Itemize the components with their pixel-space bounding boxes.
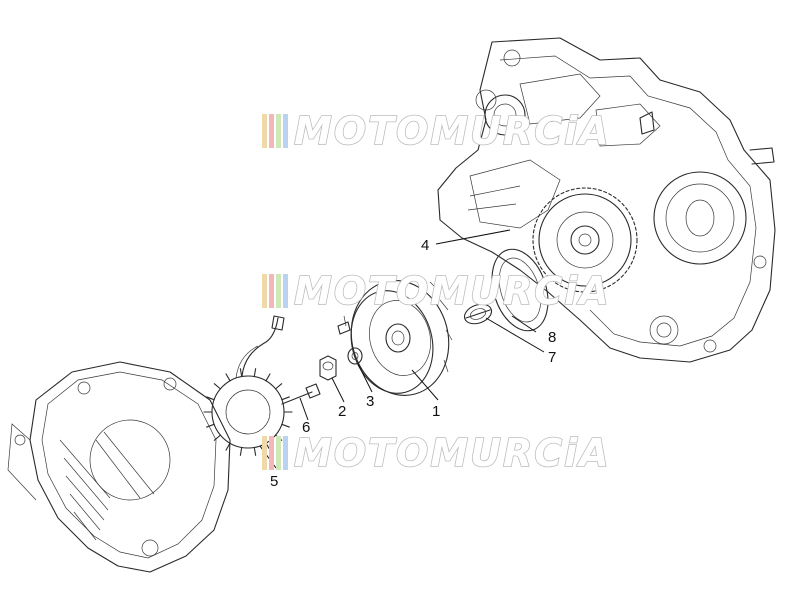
stator-tooth — [206, 423, 215, 428]
stator-tooth — [206, 396, 215, 401]
stator-tooth — [213, 383, 221, 390]
engine-crankcase — [437, 37, 776, 363]
stator-tooth — [281, 396, 290, 401]
watermark-text: MOTOMURCiA — [294, 109, 611, 153]
stator-tooth — [281, 423, 290, 428]
stator-tooth — [239, 368, 243, 378]
leader-8 — [511, 315, 537, 333]
stator-bolt — [281, 383, 321, 405]
crankcase-sprocket — [532, 187, 638, 293]
stator-tooth — [275, 383, 283, 390]
callout-6: 6 — [302, 419, 310, 436]
hex-nut — [319, 355, 337, 381]
leader-6 — [299, 397, 309, 421]
watermark-text: MOTOMURCiA — [294, 269, 611, 313]
watermark-stripe — [283, 274, 288, 308]
callout-4: 4 — [421, 237, 429, 254]
leader-1 — [411, 369, 439, 401]
watermark-stripe — [269, 114, 274, 148]
stator-tooth — [213, 434, 221, 441]
washer — [347, 347, 363, 365]
callout-1: 1 — [432, 403, 440, 420]
watermark-stripe — [269, 274, 274, 308]
watermark-3: MOTOMURCiA — [262, 430, 611, 476]
stator-coil — [203, 315, 293, 456]
watermark-stripe — [262, 274, 267, 308]
flywheel-screw — [337, 315, 351, 335]
callout-5: 5 — [270, 473, 278, 490]
crankcase-gear-bore — [653, 171, 747, 265]
watermark-logo-stripes — [262, 114, 288, 148]
watermark-stripe — [262, 114, 267, 148]
callout-2: 2 — [338, 403, 346, 420]
watermark-text: MOTOMURCiA — [294, 431, 611, 475]
watermark-logo-stripes — [262, 274, 288, 308]
stator-tooth — [253, 368, 257, 378]
callout-labels: 1 2 3 4 5 6 7 8 — [270, 237, 556, 490]
watermark-2: MOTOMURCiA — [262, 268, 611, 314]
crankcase-mount-bore — [484, 94, 526, 136]
watermark-stripe — [276, 436, 281, 470]
stator-tooth — [225, 373, 231, 382]
watermark-stripe — [269, 436, 274, 470]
callout-3: 3 — [366, 393, 374, 410]
watermark-stripe — [283, 436, 288, 470]
watermark-stripe — [262, 436, 267, 470]
leader-4 — [435, 229, 511, 245]
watermark-stripe — [276, 114, 281, 148]
spacer-bushing — [463, 303, 493, 325]
leader-2 — [331, 377, 345, 403]
leader-7 — [485, 317, 545, 353]
watermark-logo-stripes — [262, 436, 288, 470]
watermark-stripe — [276, 274, 281, 308]
flywheel — [350, 280, 453, 396]
stator-tooth — [239, 446, 243, 456]
callout-8: 8 — [548, 329, 556, 346]
stator-tooth — [253, 446, 257, 456]
watermark-stripe — [283, 114, 288, 148]
leader-3 — [357, 363, 373, 393]
watermark-1: MOTOMURCiA — [262, 108, 611, 154]
generator-cover — [7, 361, 231, 573]
callout-7: 7 — [548, 349, 556, 366]
stator-tooth — [265, 373, 271, 382]
